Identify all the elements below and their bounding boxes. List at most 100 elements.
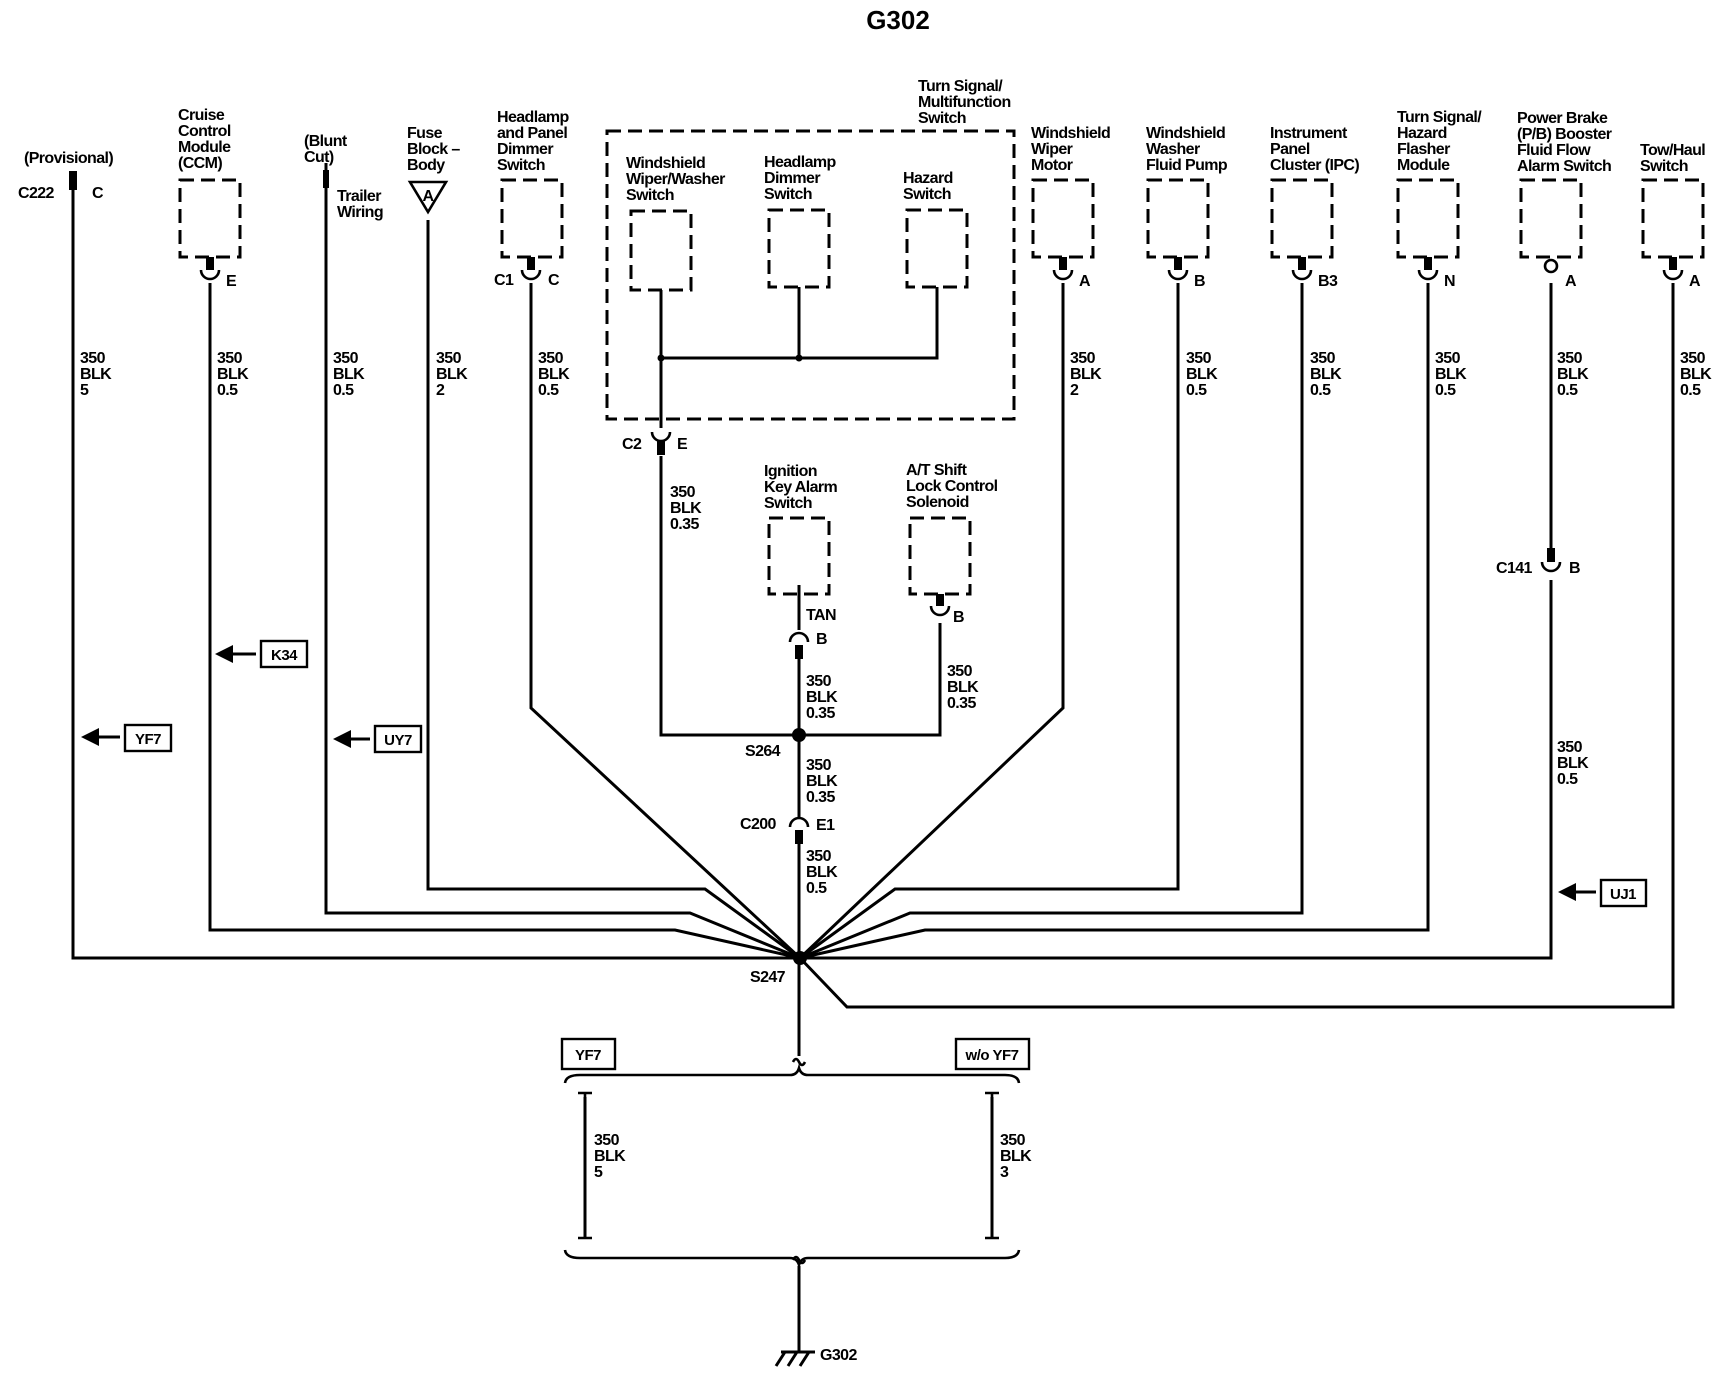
svg-text:0.35: 0.35 [670, 516, 699, 533]
svg-text:BLK: BLK [436, 366, 468, 383]
flasher-label-1: Turn Signal/ [1397, 109, 1482, 126]
headlamp-panel-label-2: and Panel [497, 125, 567, 142]
ccm-label-1: Cruise [178, 107, 225, 124]
flasher-label-3: Flasher [1397, 141, 1450, 158]
svg-text:0.35: 0.35 [947, 695, 976, 712]
svg-text:350: 350 [1435, 350, 1461, 367]
ipc-label-2: Panel [1270, 141, 1310, 158]
svg-text:BLK: BLK [1557, 755, 1589, 772]
ignition-wire-color: TAN [806, 607, 836, 624]
at-shift-label-1: A/T Shift [906, 462, 968, 479]
tow-haul-label-2: Switch [1640, 158, 1688, 175]
washer-pump-label-1: Windshield [1146, 125, 1225, 142]
svg-text:BLK: BLK [1435, 366, 1467, 383]
svg-text:BLK: BLK [806, 773, 838, 790]
ignition-key-label-1: Ignition [764, 463, 817, 480]
headlamp-panel-connector [520, 257, 542, 281]
ccm-pin-label: E [226, 273, 237, 290]
svg-text:350: 350 [947, 663, 973, 680]
c141-pin-label: B [1569, 560, 1580, 577]
headlamp-panel-label-3: Dimmer [497, 141, 553, 158]
svg-text:BLK: BLK [538, 366, 570, 383]
svg-text:0.5: 0.5 [1557, 771, 1578, 788]
ccm-box [178, 178, 242, 259]
svg-text:2: 2 [1070, 382, 1079, 399]
svg-text:0.5: 0.5 [1680, 382, 1701, 399]
internal-splice-left [657, 354, 665, 362]
headlamp-dimmer-label-3: Switch [764, 186, 812, 203]
tow-haul-connector [1662, 257, 1684, 281]
pb-booster-label-1: Power Brake [1517, 110, 1608, 127]
component-boxes [178, 129, 1705, 596]
svg-text:YF7: YF7 [135, 731, 161, 748]
svg-text:350: 350 [80, 350, 106, 367]
diagram-title: G302 [866, 5, 930, 35]
svg-text:BLK: BLK [217, 366, 249, 383]
svg-text:350: 350 [1070, 350, 1096, 367]
fuse-pin-label: A [423, 188, 435, 205]
tow-haul-pin-label: A [1689, 273, 1701, 290]
option-wo-yf7-ground: w/o YF7 [954, 1037, 1031, 1071]
wiper-washer-switch-box [629, 209, 693, 292]
option-brace-top [563, 1063, 1021, 1084]
multifunction-label-3: Switch [918, 110, 966, 127]
wiper-washer-switch-label-1: Windshield [626, 155, 705, 172]
tow-haul-label-1: Tow/Haul [1640, 142, 1705, 159]
ipc-pin-label: B3 [1318, 273, 1338, 290]
svg-text:K34: K34 [271, 647, 298, 664]
trailer-label-2: Wiring [337, 204, 383, 221]
svg-text:0.5: 0.5 [1186, 382, 1207, 399]
svg-text:350: 350 [1557, 739, 1583, 756]
svg-text:BLK: BLK [670, 500, 702, 517]
washer-pump-label-2: Washer [1146, 141, 1200, 158]
ccm-label-3: Module [178, 139, 231, 156]
ground-label: G302 [820, 1347, 857, 1364]
svg-text:0.35: 0.35 [806, 705, 835, 722]
svg-text:0.5: 0.5 [333, 382, 354, 399]
svg-text:350: 350 [806, 848, 832, 865]
s264-label: S264 [745, 743, 781, 760]
pb-booster-pin-label: A [1565, 273, 1577, 290]
svg-text:BLK: BLK [1557, 366, 1589, 383]
svg-text:350: 350 [1000, 1132, 1026, 1149]
c141-connector [1540, 548, 1562, 573]
c2-pin-label: E [677, 436, 688, 453]
ccm-connector [199, 257, 221, 281]
hazard-switch-label-2: Switch [903, 186, 951, 203]
svg-text:BLK: BLK [806, 864, 838, 881]
wo-yf7-bracket [985, 1091, 999, 1240]
svg-text:350: 350 [1557, 350, 1583, 367]
pb-booster-label-3: Fluid Flow [1517, 142, 1591, 159]
ignition-key-label-3: Switch [764, 495, 812, 512]
svg-text:5: 5 [80, 382, 89, 399]
svg-text:350: 350 [1310, 350, 1336, 367]
flasher-connector [1417, 257, 1439, 281]
wiper-washer-switch-label-3: Switch [626, 187, 674, 204]
svg-text:2: 2 [436, 382, 445, 399]
svg-text:BLK: BLK [594, 1148, 626, 1165]
svg-text:350: 350 [217, 350, 243, 367]
ignition-key-box [767, 516, 831, 596]
pb-booster-label-2: (P/B) Booster [1517, 126, 1612, 143]
headlamp-panel-conn-label: C1 [494, 272, 514, 289]
c2-connector [650, 431, 672, 455]
option-yf7-left: YF7 [81, 723, 173, 753]
wiper-motor-connector [1052, 257, 1074, 281]
flasher-label-4: Module [1397, 157, 1450, 174]
multifunction-label-1: Turn Signal/ [918, 78, 1003, 95]
at-shift-pin-label: B [953, 609, 964, 626]
washer-pump-pin-label: B [1194, 273, 1205, 290]
svg-text:UY7: UY7 [384, 732, 412, 749]
ipc-box [1270, 178, 1334, 259]
c2-label: C2 [622, 436, 642, 453]
